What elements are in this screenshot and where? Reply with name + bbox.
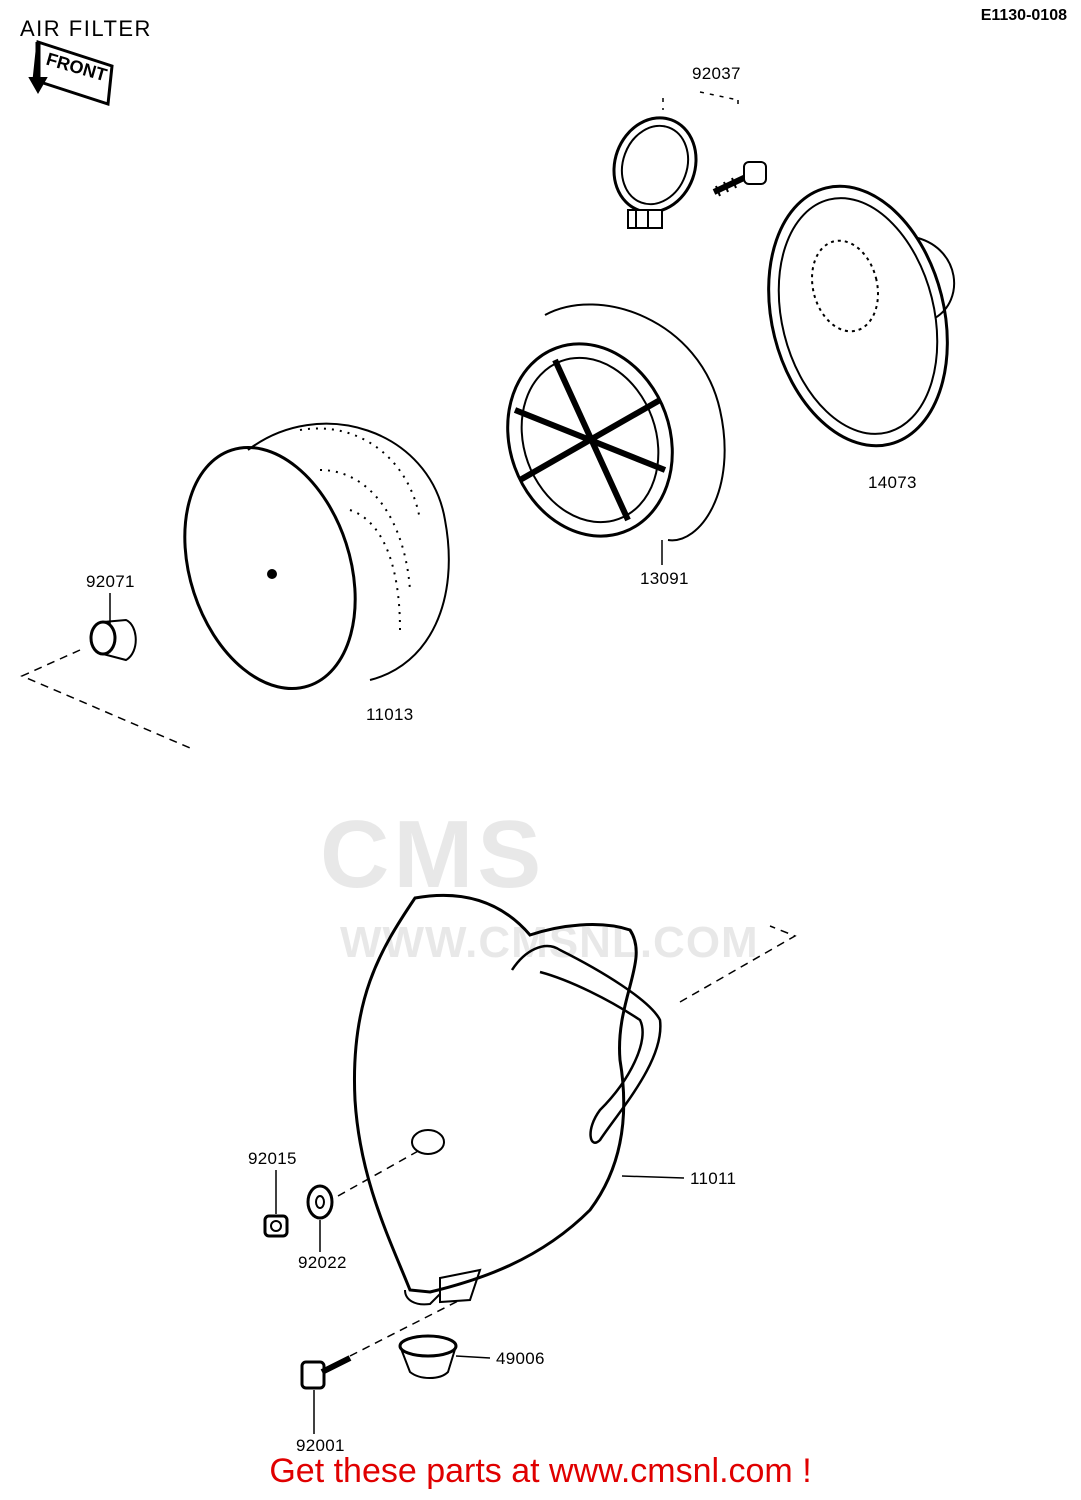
air-filter-housing-11011	[352, 893, 662, 1306]
part-label-92001: 92001	[296, 1436, 345, 1455]
grommet-92071	[89, 618, 137, 662]
bolt-92001	[300, 1355, 352, 1390]
watermark-brand: CMS	[320, 801, 546, 908]
part-label-92022: 92022	[298, 1253, 347, 1272]
filter-cage-13091	[506, 303, 726, 542]
nut-92015	[263, 1214, 289, 1238]
drain-cap-49006	[398, 1334, 458, 1379]
part-label-14073: 14073	[868, 473, 917, 492]
part-label-49006: 49006	[496, 1349, 545, 1368]
washer-92022	[306, 1184, 334, 1220]
front-arrow-icon: FRONT	[28, 40, 114, 106]
promo-link[interactable]: Get these parts at www.cmsnl.com !	[269, 1452, 812, 1490]
clamp-screw-92037	[712, 161, 767, 197]
watermark-url: WWW.CMSNL.COM	[340, 918, 759, 967]
filter-base-plate-14073	[767, 184, 956, 448]
part-label-11011: 11011	[690, 1169, 737, 1188]
air-filter-element-11013	[183, 422, 450, 690]
diagram-code: E1130-0108	[980, 7, 1067, 24]
diagram-title: AIR FILTER	[20, 16, 152, 41]
clamp-band-92037	[612, 116, 698, 229]
part-label-13091: 13091	[640, 569, 689, 588]
part-label-92071: 92071	[86, 572, 135, 591]
part-label-92037: 92037	[692, 64, 741, 83]
part-label-92015: 92015	[248, 1149, 297, 1168]
part-label-11013: 11013	[366, 705, 414, 724]
